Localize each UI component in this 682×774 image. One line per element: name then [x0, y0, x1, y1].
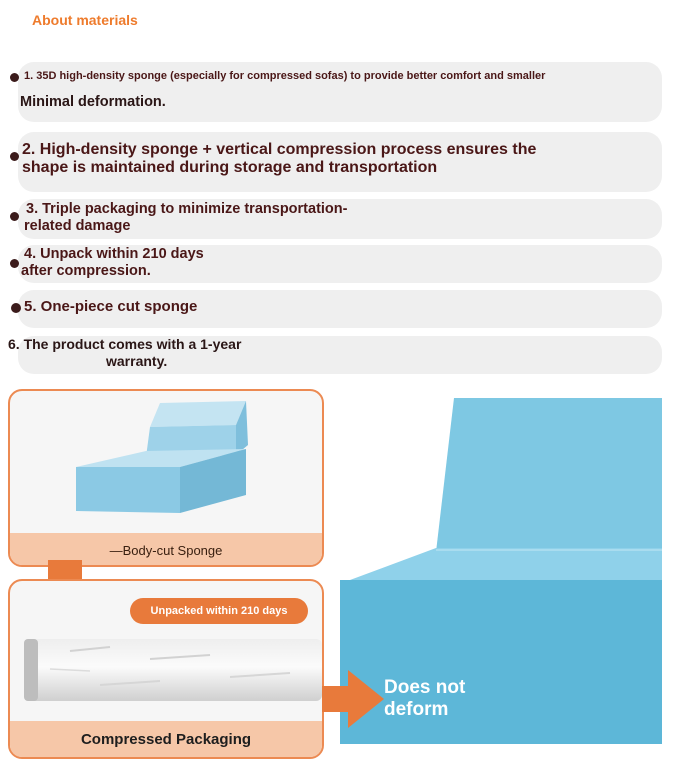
deform-label-line-2: deform	[384, 698, 449, 720]
bullet-icon	[10, 259, 19, 268]
feature-item-5	[18, 290, 662, 328]
feature-4-line-1: 4. Unpack within 210 days	[24, 246, 204, 262]
bullet-icon	[11, 303, 21, 313]
bullet-icon	[10, 152, 19, 161]
unpack-badge: Unpacked within 210 days	[130, 598, 308, 624]
deform-label-line-1: Does not	[384, 677, 466, 698]
feature-3-line-1: 3. Triple packaging to minimize transpor…	[26, 201, 348, 217]
bullet-icon	[10, 73, 19, 82]
feature-5-line-1: 5. One-piece cut sponge	[24, 298, 198, 315]
feature-1-line-1: 1. 35D high-density sponge (especially f…	[24, 70, 546, 82]
feature-2-line-1: 2. High-density sponge + vertical compre…	[22, 141, 537, 158]
compressed-roll-image	[24, 639, 322, 701]
feature-1-line-2: Minimal deformation.	[20, 94, 166, 110]
feature-item-4	[18, 245, 662, 283]
feature-item-1	[18, 62, 662, 122]
feature-6-line-2: warranty.	[106, 353, 168, 369]
feature-2-line-2: shape is maintained during storage and t…	[22, 159, 438, 176]
label-bar	[10, 533, 322, 565]
feature-3-line-2: related damage	[24, 218, 131, 234]
sponge-label: —Body-cut Sponge	[109, 543, 223, 558]
right-arrow-icon	[322, 670, 384, 728]
does-not-deform-label: Does not deform	[384, 677, 465, 721]
packaging-label: Compressed Packaging	[80, 731, 252, 748]
label-bar	[10, 721, 322, 757]
sponge-chair-image	[76, 401, 248, 513]
sponge-panel: —Body-cut Sponge	[8, 389, 324, 567]
feature-item-6	[18, 336, 662, 374]
sponge-result-image	[340, 398, 662, 744]
feature-item-3	[18, 199, 662, 239]
bullet-icon	[10, 212, 19, 221]
feature-4-line-2: after compression.	[21, 263, 151, 279]
section-title: About materials	[32, 12, 138, 28]
feature-6-line-1: 6. The product comes with a 1-year	[8, 336, 242, 352]
feature-item-2	[18, 132, 662, 192]
